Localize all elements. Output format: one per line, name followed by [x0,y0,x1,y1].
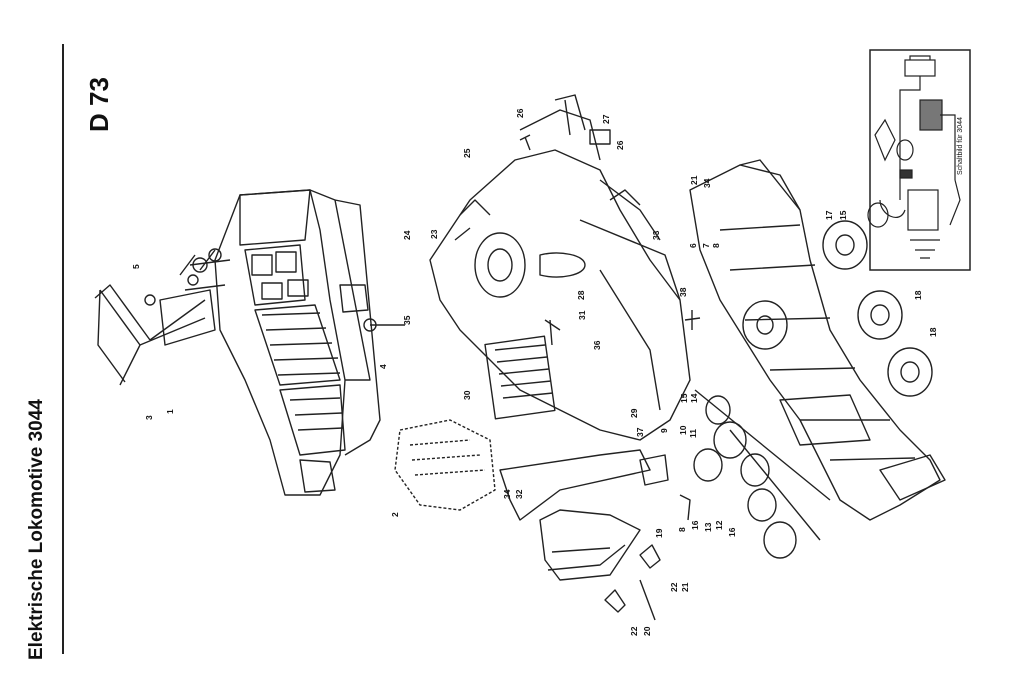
callout-label: 22 [629,626,639,636]
callout-label: 36 [592,340,602,350]
body-shell [214,189,381,496]
callout-label: 6 [688,243,698,248]
callout-label: 15 [838,210,848,220]
roof-insulators [184,248,405,332]
callout-label: 10 [678,425,688,435]
callout-label: 20 [642,626,652,636]
callout-labels: 1 2 3 4 5 6 7 8 8 9 10 11 12 13 14 15 15… [131,108,938,636]
callout-label: 8 [677,527,687,532]
callout-label: 34 [502,489,512,499]
callout-label: 34 [702,178,712,188]
interior-fitting [394,419,496,511]
callout-label: 25 [462,148,472,158]
callout-label: 21 [680,582,690,592]
lower-frame [499,449,669,581]
callout-label: 12 [714,520,724,530]
callout-label: 19 [654,528,664,538]
callout-label: 15 [679,393,689,403]
callout-label: 16 [727,527,737,537]
motor-frame [429,94,691,441]
callout-label: 29 [629,408,639,418]
callout-label: 18 [928,327,938,337]
gear-train [693,389,831,559]
callout-label: 8 [711,243,721,248]
callout-label: 4 [378,364,388,369]
callout-label: 13 [703,522,713,532]
callout-label: 24 [402,230,412,240]
callout-label: 31 [577,310,587,320]
pantograph [94,249,216,386]
chassis-bogie [689,159,946,521]
wiring-diagram-inset: Schaltbild für 3044 [867,49,971,271]
callout-label: 27 [601,114,611,124]
callout-label: 33 [651,230,661,240]
title-rule [62,44,64,654]
callout-label: 5 [131,264,141,269]
callout-label: 3 [144,415,154,420]
callout-label: 14 [689,393,699,403]
callout-label: 17 [824,210,834,220]
callout-label: 35 [402,315,412,325]
callout-label: 32 [514,489,524,499]
callout-label: 9 [659,428,669,433]
callout-label: 22 [669,582,679,592]
callout-label: 2 [390,512,400,517]
callout-label: 18 [913,290,923,300]
callout-label: 11 [688,429,698,438]
callout-label: 30 [462,390,472,400]
callout-label: 26 [615,140,625,150]
callout-label: 23 [429,229,439,239]
callout-label: 38 [678,287,688,297]
callout-label: 1 [165,409,175,414]
inset-label: Schaltbild für 3044 [957,117,964,175]
callout-label: 26 [515,108,525,118]
callout-label: 37 [635,427,645,437]
callout-label: 28 [576,290,586,300]
callout-label: 7 [701,243,711,248]
small-parts [519,134,701,621]
callout-label: 16 [690,520,700,530]
callout-label: 21 [689,175,699,185]
